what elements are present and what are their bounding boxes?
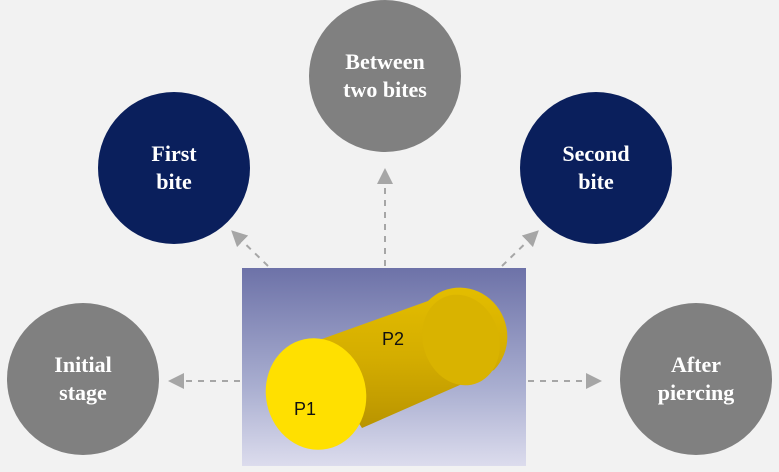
label-p2: P2 [382,329,404,349]
cylinder-back-end [422,294,500,386]
cylinder-front-face [265,338,367,450]
cylinder-model: P2 P1 [265,287,508,450]
cylinder-model-view: P2 P1 [242,268,526,466]
node-initial-stage-label: Initial stage [54,352,112,405]
node-first-bite-label: First bite [151,141,197,194]
node-initial-stage: Initial stage [7,303,159,455]
node-between-two-bites-label: Between two bites [343,49,427,102]
node-first-bite: First bite [98,92,250,244]
node-between-two-bites: Between two bites [309,0,461,152]
node-second-bite: Second bite [520,92,672,244]
label-p1: P1 [294,399,316,419]
node-after-piercing: After piercing [620,303,772,455]
arrow-to-second [501,230,539,267]
arrow-to-first [231,230,269,267]
node-second-bite-label: Second bite [562,141,630,194]
node-after-piercing-label: After piercing [657,352,735,405]
